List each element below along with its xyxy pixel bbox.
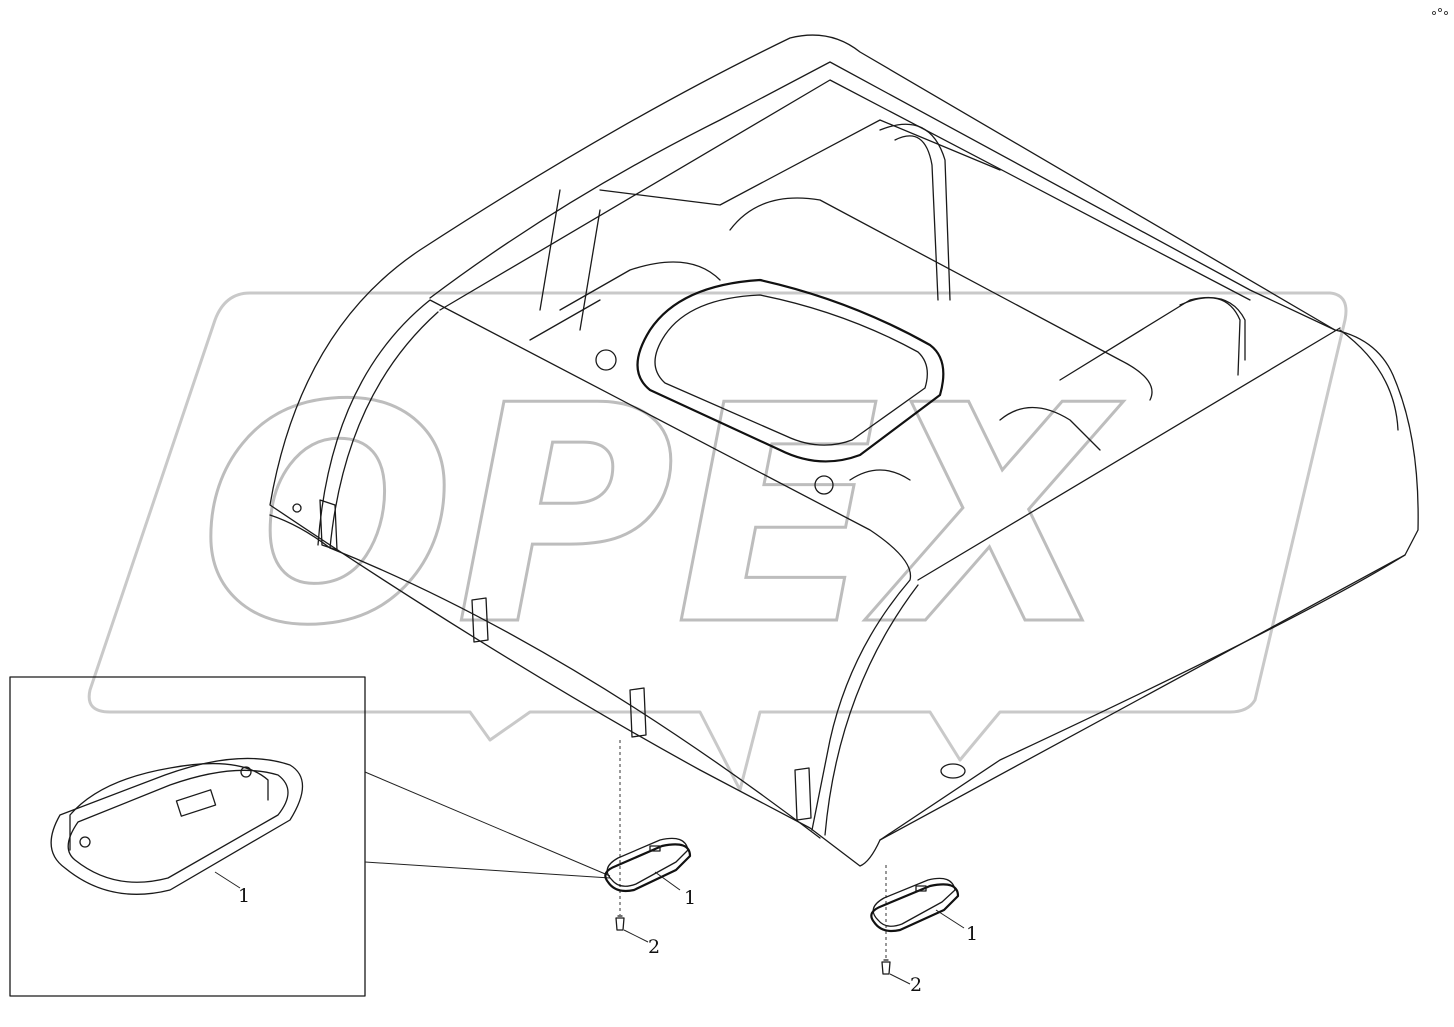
projection-line-lower bbox=[364, 861, 611, 879]
bracket-front-2 bbox=[629, 687, 647, 738]
mount-hole-left bbox=[292, 503, 302, 513]
callout-screw-left: 2 bbox=[648, 936, 660, 958]
callout-screw-right: 2 bbox=[910, 974, 922, 996]
inset-lamp-housing bbox=[50, 757, 303, 895]
left-arch bbox=[317, 299, 912, 831]
left-frame-post bbox=[539, 189, 601, 331]
inset-lamp-lens bbox=[67, 769, 289, 883]
right-rear-curve bbox=[1339, 329, 1399, 431]
right-rear-panel bbox=[879, 554, 1406, 841]
rear-top-rail bbox=[429, 61, 1336, 331]
lamp-right-body bbox=[872, 877, 956, 927]
cross-member-right bbox=[1059, 296, 1246, 381]
screw-right-leader bbox=[889, 973, 911, 985]
lamp-right-rim bbox=[870, 883, 960, 933]
lamp-right-switch bbox=[915, 885, 927, 892]
screw-left-leader bbox=[623, 929, 649, 943]
lamp-left-switch bbox=[649, 845, 661, 852]
callout-inset-part: 1 bbox=[238, 885, 250, 907]
cross-member-rear bbox=[599, 119, 1001, 206]
drain-hole-left bbox=[595, 349, 617, 371]
inset-screw-hole-a bbox=[79, 836, 91, 848]
screw-right bbox=[881, 959, 891, 975]
inset-leader bbox=[214, 871, 241, 889]
right-bow bbox=[1179, 297, 1241, 376]
lamp-assembly-left: 1 2 bbox=[604, 740, 696, 958]
lamp-assembly-right: 1 2 bbox=[870, 865, 978, 996]
lamp-left-body bbox=[606, 837, 689, 887]
rear-top-rail-inner bbox=[439, 79, 1251, 311]
screw-left bbox=[615, 915, 625, 931]
inset-switch bbox=[175, 789, 217, 817]
center-bow bbox=[879, 123, 951, 301]
inset-screw-hole-b bbox=[240, 766, 252, 778]
cab-roof bbox=[269, 34, 1419, 867]
bracket-front-3 bbox=[794, 767, 812, 821]
front-arch-inner bbox=[824, 584, 919, 836]
bracket-left bbox=[319, 499, 338, 551]
drain-hole-right bbox=[814, 475, 834, 495]
side-grommet bbox=[940, 763, 966, 779]
detail-inset: 1 bbox=[9, 676, 611, 997]
projection-line-upper bbox=[364, 771, 611, 877]
center-bow-inner bbox=[894, 135, 939, 301]
callout-lamp-right: 1 bbox=[966, 923, 978, 945]
cross-member-mid bbox=[729, 197, 1153, 401]
roof-hatch-frame bbox=[636, 278, 945, 463]
right-inner-panel bbox=[849, 407, 1101, 481]
roof-outer-shell bbox=[269, 34, 1419, 867]
lamp-right-leader bbox=[935, 909, 965, 929]
inset-frame bbox=[9, 676, 366, 997]
corner-marks bbox=[1432, 8, 1448, 15]
roof-front-edge bbox=[269, 514, 821, 839]
roof-hatch-inner bbox=[654, 294, 928, 446]
inset-lamp-body bbox=[69, 762, 269, 851]
left-inner-panel bbox=[529, 261, 721, 341]
watermark-badge bbox=[87, 291, 1348, 792]
callout-lamp-left: 1 bbox=[684, 887, 696, 909]
lamp-left-leader bbox=[654, 871, 681, 891]
right-side-edge bbox=[917, 327, 1341, 581]
bracket-front-1 bbox=[471, 597, 489, 643]
watermark: OPEX bbox=[87, 291, 1348, 792]
lamp-left-rim bbox=[604, 843, 692, 893]
